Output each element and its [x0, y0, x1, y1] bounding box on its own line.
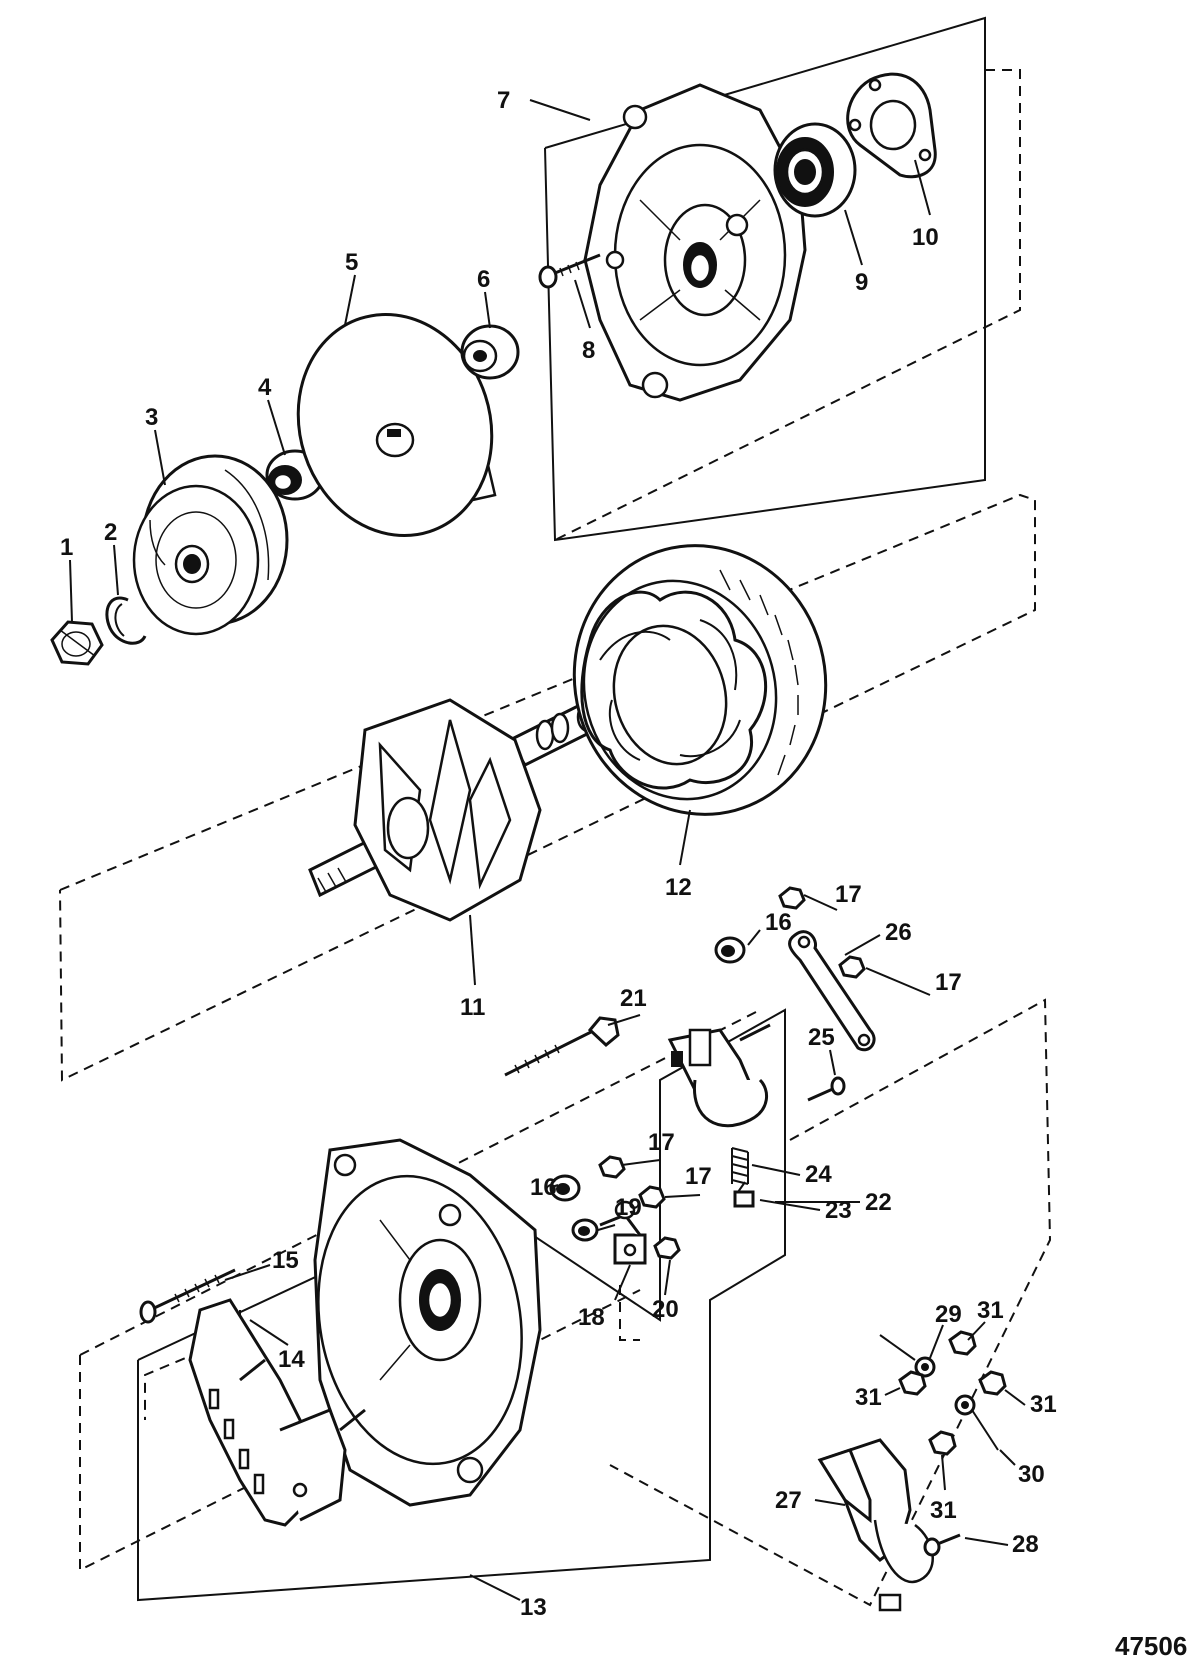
part-insulator-16-lower [549, 1174, 581, 1202]
part-bolt-21 [504, 1016, 620, 1077]
callout-22: 22 [865, 1189, 892, 1216]
callout-30: 30 [1018, 1461, 1045, 1488]
callout-29: 29 [935, 1301, 962, 1328]
callout-24: 24 [805, 1161, 832, 1188]
callout-16-lower: 16 [530, 1174, 557, 1201]
part-insulator-16-upper [714, 936, 746, 964]
part-snap-ring [105, 596, 147, 645]
part-washer-19 [571, 1200, 636, 1242]
part-drive-end-frame [583, 83, 807, 402]
part-nut-31-c [978, 1370, 1007, 1396]
callout-3: 3 [145, 404, 158, 431]
part-nut-17-a [778, 886, 806, 910]
part-bearing [773, 122, 857, 218]
terminal-dashed-outline [609, 998, 1052, 1607]
callout-31-c: 31 [1030, 1391, 1057, 1418]
part-screw-28 [923, 1533, 961, 1557]
figure-number: 47506 [1115, 1631, 1187, 1661]
callout-26: 26 [885, 919, 912, 946]
part-spring [731, 1147, 749, 1185]
callout-27: 27 [775, 1487, 802, 1514]
part-retainer-plate [846, 72, 937, 179]
callout-labels: 1 2 3 4 5 6 7 8 9 10 11 12 13 14 15 16 1… [60, 87, 1057, 1621]
callout-18: 18 [578, 1304, 605, 1331]
callout-19: 19 [615, 1194, 642, 1221]
part-nut-17-b [838, 955, 866, 979]
callout-31-d: 31 [930, 1497, 957, 1524]
callout-17-d: 17 [685, 1163, 712, 1190]
part-nut-31-d [928, 1430, 957, 1456]
callout-4: 4 [258, 374, 272, 401]
bracket-dashed-2 [619, 1285, 640, 1341]
part-slip-ring-end-frame [313, 1138, 542, 1507]
drive-end-dashed-outline [554, 69, 1021, 541]
callout-5: 5 [345, 249, 358, 276]
part-wire-terminal-29 [879, 1334, 936, 1378]
part-nut-20 [653, 1236, 681, 1260]
leader-lines [69, 99, 1026, 1601]
callout-17-a: 17 [835, 881, 862, 908]
part-screw-15 [139, 1268, 236, 1324]
part-nut-31-a [898, 1370, 927, 1396]
part-nut-17-c [598, 1155, 626, 1179]
part-nut [50, 620, 104, 666]
callout-17-b: 17 [935, 969, 962, 996]
callout-11: 11 [460, 994, 485, 1021]
callout-1: 1 [60, 534, 73, 561]
part-brush-holder [667, 1023, 771, 1128]
part-wire-terminal-30 [954, 1394, 999, 1451]
callout-6: 6 [477, 266, 490, 293]
callout-31-b: 31 [977, 1297, 1004, 1324]
part-terminal-cover [817, 1438, 934, 1612]
part-rectifier [188, 1298, 366, 1527]
callout-7: 7 [497, 87, 510, 114]
part-collar [460, 324, 520, 380]
callout-20: 20 [652, 1296, 679, 1323]
part-rotor [308, 698, 600, 922]
part-screw-8 [538, 253, 601, 289]
callout-2: 2 [104, 519, 117, 546]
callout-25: 25 [808, 1024, 835, 1051]
part-stator [572, 544, 828, 816]
callout-12: 12 [665, 874, 692, 901]
part-link-strap [788, 930, 876, 1052]
part-nut-31-b [948, 1330, 977, 1356]
callout-31-a: 31 [855, 1384, 882, 1411]
callout-10: 10 [912, 224, 939, 251]
rotor-stator-dashed-outline [59, 493, 1036, 1082]
slip-ring-group-outline [137, 1008, 786, 1602]
part-fan [296, 313, 497, 537]
part-screw-25 [807, 1076, 846, 1102]
callout-14: 14 [278, 1346, 305, 1373]
part-nut-17-d [638, 1185, 666, 1209]
callout-21: 21 [620, 985, 647, 1012]
part-diode-trio [599, 1213, 647, 1265]
callout-23: 23 [825, 1197, 852, 1224]
callout-13: 13 [520, 1594, 547, 1621]
callout-9: 9 [855, 269, 868, 296]
part-brush [733, 1181, 755, 1208]
callout-28: 28 [1012, 1531, 1039, 1558]
callout-8: 8 [582, 337, 595, 364]
callout-15: 15 [272, 1247, 299, 1274]
part-pulley [132, 454, 289, 636]
callout-17-c: 17 [648, 1129, 675, 1156]
callout-16-upper: 16 [765, 909, 792, 936]
drive-end-group-outline [544, 16, 986, 542]
